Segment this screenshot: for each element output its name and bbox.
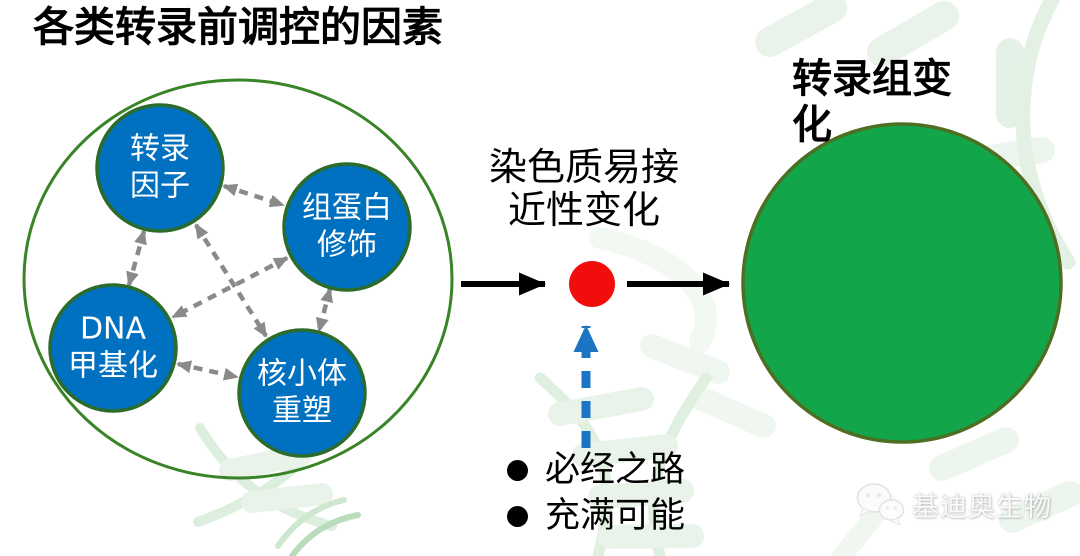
bullet-dot-icon [507,506,528,527]
link-tf-dna [126,229,147,287]
brand-text: 基迪奥生物 [912,491,1052,523]
node-circle-dna-methylation [48,283,178,413]
node-label-dna-methylation: DNA 甲基化 [68,311,158,383]
bullet-dot-icon [507,460,528,481]
left-panel-title: 各类转录前调控的因素 [33,3,443,51]
regulators-cluster-outline [22,78,454,480]
bullet-item: 必经之路 [507,449,685,492]
link-tf-histone [222,183,285,208]
outcome-circle [741,122,1063,444]
node-label-nucleosome-remodeling: 核小体 重塑 [257,356,347,428]
bullet-item: 充满可能 [507,495,685,538]
link-dna-nucleosome [176,360,239,381]
node-circle-histone-modification [282,162,412,292]
link-tf-nucleosome [194,223,268,338]
bullet-text: 充满可能 [545,496,686,536]
link-histone-nucleosome [316,287,333,333]
node-circle-transcription-factors [95,103,225,233]
node-circle-nucleosome-remodeling [237,328,367,458]
regulator-links [126,183,333,381]
node-label-histone-modification: 组蛋白 修饰 [302,190,392,262]
node-label-transcription-factors: 转录 因子 [130,131,190,203]
link-histone-dna [171,256,289,319]
outcome-title: 转录组变化 [792,56,952,148]
process-label: 染色质易接 近性变化 [488,145,680,232]
brand-watermark: 基迪奥生物 [853,479,1052,529]
bullet-text: 必经之路 [545,450,686,490]
bullet-list: 必经之路 充满可能 [507,449,685,538]
wechat-icon [856,483,905,526]
chromatin-hub-dot [569,261,615,307]
